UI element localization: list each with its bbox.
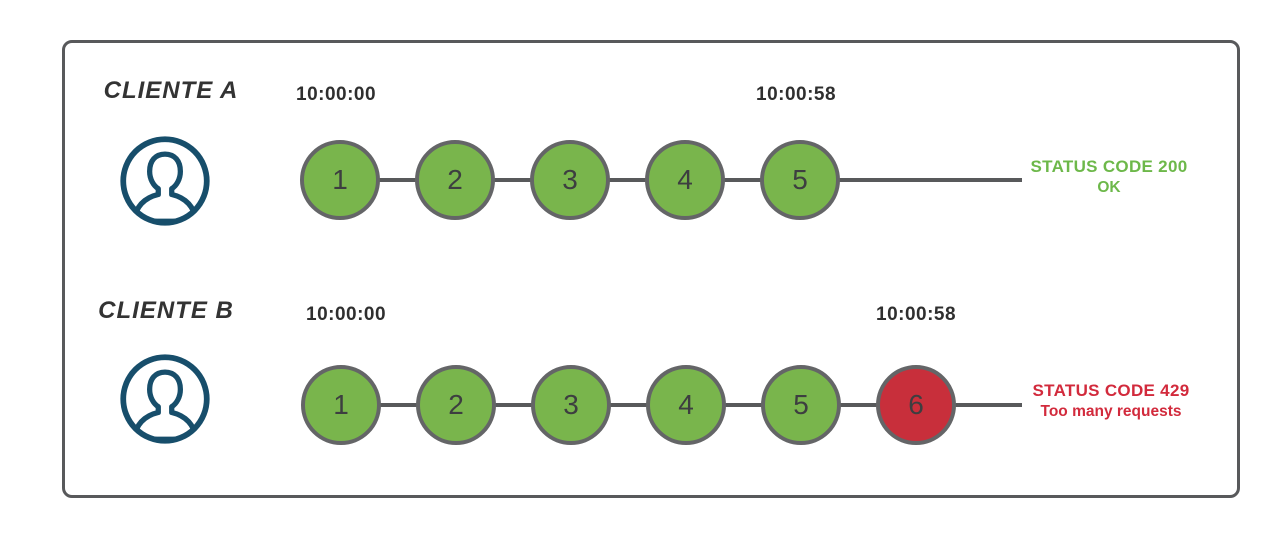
request-circle: 4 [645,140,725,220]
request-circle: 2 [415,140,495,220]
status-code-text: STATUS CODE 429 [1032,381,1190,400]
user-icon [117,133,213,229]
request-circle: 1 [300,140,380,220]
request-circle: 4 [646,365,726,445]
client-a-label: CLIENTE A [103,77,239,104]
user-icon [117,351,213,447]
status-code-text: STATUS CODE 200 [1030,157,1188,176]
status-message-text: Too many requests [1040,403,1182,420]
request-circle: 2 [416,365,496,445]
request-circle: 1 [301,365,381,445]
status-label: STATUS CODE 200 OK [1026,156,1192,198]
request-circle: 3 [531,365,611,445]
status-message-text: OK [1097,179,1121,196]
end-timestamp: 10:00:58 [876,304,957,325]
request-circle: 3 [530,140,610,220]
status-label: STATUS CODE 429 Too many requests [1026,380,1196,422]
client-b-label: CLIENTE B [98,297,234,324]
request-circle: 5 [761,365,841,445]
end-timestamp: 10:00:58 [756,84,837,105]
start-timestamp: 10:00:00 [306,304,387,325]
request-circle: 6 [876,365,956,445]
start-timestamp: 10:00:00 [296,84,377,105]
request-circle: 5 [760,140,840,220]
